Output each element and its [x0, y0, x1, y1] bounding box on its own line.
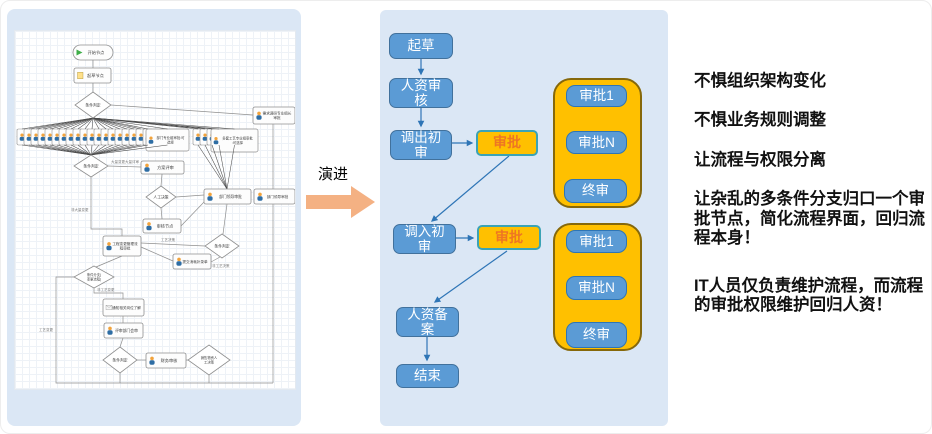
- edge-label: 非工艺决策: [212, 263, 230, 268]
- svg-text:开始节点: 开始节点: [88, 49, 105, 56]
- legacy-node-review-meeting: 评审部门会审: [103, 322, 144, 339]
- svg-text:人工决策: 人工决策: [153, 194, 168, 199]
- legacy-workflow-canvas: 部门专业组审批:可选择多套工艺专业组审批:可选择开始节点起草节点条件判定需求调研…: [14, 30, 296, 390]
- legacy-node-submit-supp: 提交消耗补录单: [172, 253, 212, 270]
- evolution-label: 演进: [318, 166, 349, 183]
- flow-node-end: 结束: [396, 364, 459, 388]
- flow-node-transfer-in-initial: 调入初审: [393, 224, 456, 254]
- legacy-node-d7: 销售物资人工决策: [187, 344, 231, 376]
- edge-label: 工艺决策: [161, 237, 175, 242]
- svg-text:部门领导审批: 部门领导审批: [219, 194, 242, 199]
- svg-text:多套工艺专业组审批:可选择: 多套工艺专业组审批:可选择: [222, 135, 253, 145]
- svg-text:部门领导审批: 部门领导审批: [267, 194, 289, 199]
- approver-fan: 多套工艺专业组审批:可选择: [92, 117, 259, 190]
- group-node-1-1: 审批1: [566, 85, 627, 107]
- legacy-flow-panel: 部门专业组审批:可选择多套工艺专业组审批:可选择开始节点起草节点条件判定需求调研…: [7, 9, 301, 426]
- flow-node-transfer-out-initial: 调出初审: [390, 130, 452, 160]
- svg-text:需求调研专业组长审批: 需求调研专业组长审批: [263, 110, 292, 120]
- legacy-node-audit-node: 审核节点: [142, 218, 182, 234]
- benefit-point-5: IT人员仅负责维护流程，而流程的审批权限维护回归人资！: [694, 276, 924, 315]
- svg-text:条件判定: 条件判定: [214, 243, 229, 248]
- benefit-point-2: 不惧业务规则调整: [694, 111, 826, 130]
- group-node-1-2: 审批N: [566, 131, 627, 154]
- svg-text:审核节点: 审核节点: [157, 222, 174, 229]
- legacy-node-d3: 人工决策: [145, 185, 177, 209]
- group-node-2-3: 终审: [566, 322, 627, 348]
- legacy-node-d1: 条件判定: [74, 91, 112, 119]
- legacy-node-finance-audit: 财务审核: [145, 352, 187, 369]
- legacy-node-d5: 条件分支(变更流程): [73, 265, 115, 289]
- group-node-1-3: 终审: [564, 179, 627, 203]
- benefit-point-4: 让杂乱的多条件分支归口一个审批节点，简化流程界面，回归流程本身！: [694, 190, 925, 248]
- flow-node-draft: 起草: [389, 33, 453, 59]
- svg-text:通知相关岗位了解: 通知相关岗位了解: [112, 305, 141, 310]
- svg-text:提交消耗补录单: 提交消耗补录单: [182, 259, 208, 264]
- svg-text:评审部门会审: 评审部门会审: [115, 328, 138, 333]
- edge-label: 工艺变更: [39, 327, 53, 332]
- legacy-node-start: 开始节点: [72, 44, 114, 61]
- flow-node-hr-filing: 人资备案: [396, 307, 459, 337]
- legacy-node-d4: 条件判定: [204, 233, 240, 259]
- benefits-list: 不惧组织架构变化不惧业务规则调整让流程与权限分离让杂乱的多条件分支归口一个审批节…: [694, 72, 932, 336]
- legacy-node-survey-leader: 需求调研专业组长审批: [252, 106, 295, 125]
- svg-text:方案评审: 方案评审: [157, 164, 174, 171]
- legacy-node-eng-change: 工程变更管理流程审批: [102, 235, 142, 257]
- svg-text:条件分支(变更流程): 条件分支(变更流程): [87, 272, 102, 281]
- svg-text:工程变更管理流程审批: 工程变更管理流程审批: [112, 241, 138, 251]
- svg-text:起草节点: 起草节点: [87, 72, 104, 79]
- edge-label: 非大量变更: [71, 207, 89, 212]
- flow-node-approval-2: 审批: [477, 225, 541, 250]
- evolution-arrow-icon: [306, 186, 375, 218]
- svg-text:条件判定: 条件判定: [112, 357, 127, 362]
- flow-node-approval-1: 审批: [476, 130, 538, 156]
- legacy-node-d2: 条件判定: [73, 154, 109, 178]
- svg-text:条件判定: 条件判定: [83, 163, 98, 168]
- group-node-2-1: 审批1: [566, 230, 627, 253]
- svg-text:财务审核: 财务审核: [161, 357, 179, 364]
- legacy-node-dept-lead-1: 部门领导审批: [203, 188, 252, 205]
- legacy-node-d6: 条件判定: [102, 346, 138, 374]
- edge-label: 大量变更大量评审: [111, 159, 139, 164]
- svg-text:条件判定: 条件判定: [85, 102, 100, 107]
- flow-node-hr-review: 人资审核: [389, 78, 453, 108]
- group-node-2-2: 审批N: [566, 276, 627, 300]
- legacy-node-draft-node: 起草节点: [73, 67, 112, 84]
- legacy-node-notify: 通知相关岗位了解: [102, 298, 145, 317]
- benefit-point-1: 不惧组织架构变化: [694, 72, 826, 90]
- benefit-point-3: 让流程与权限分离: [694, 150, 826, 169]
- legacy-node-plan-review: 方案评审: [140, 160, 185, 175]
- legacy-node-dept-lead-2: 部门领导审批: [253, 188, 295, 205]
- svg-text:销售物资人工决策: 销售物资人工决策: [201, 355, 218, 364]
- edge-label: 非工艺变更: [97, 287, 115, 292]
- legacy-workflow-diagram: 部门专业组审批:可选择多套工艺专业组审批:可选择开始节点起草节点条件判定需求调研…: [16, 44, 295, 384]
- approver-fan: 部门专业组审批:可选择: [16, 117, 190, 156]
- svg-text:部门专业组审批:可选择: 部门专业组审批:可选择: [156, 135, 185, 145]
